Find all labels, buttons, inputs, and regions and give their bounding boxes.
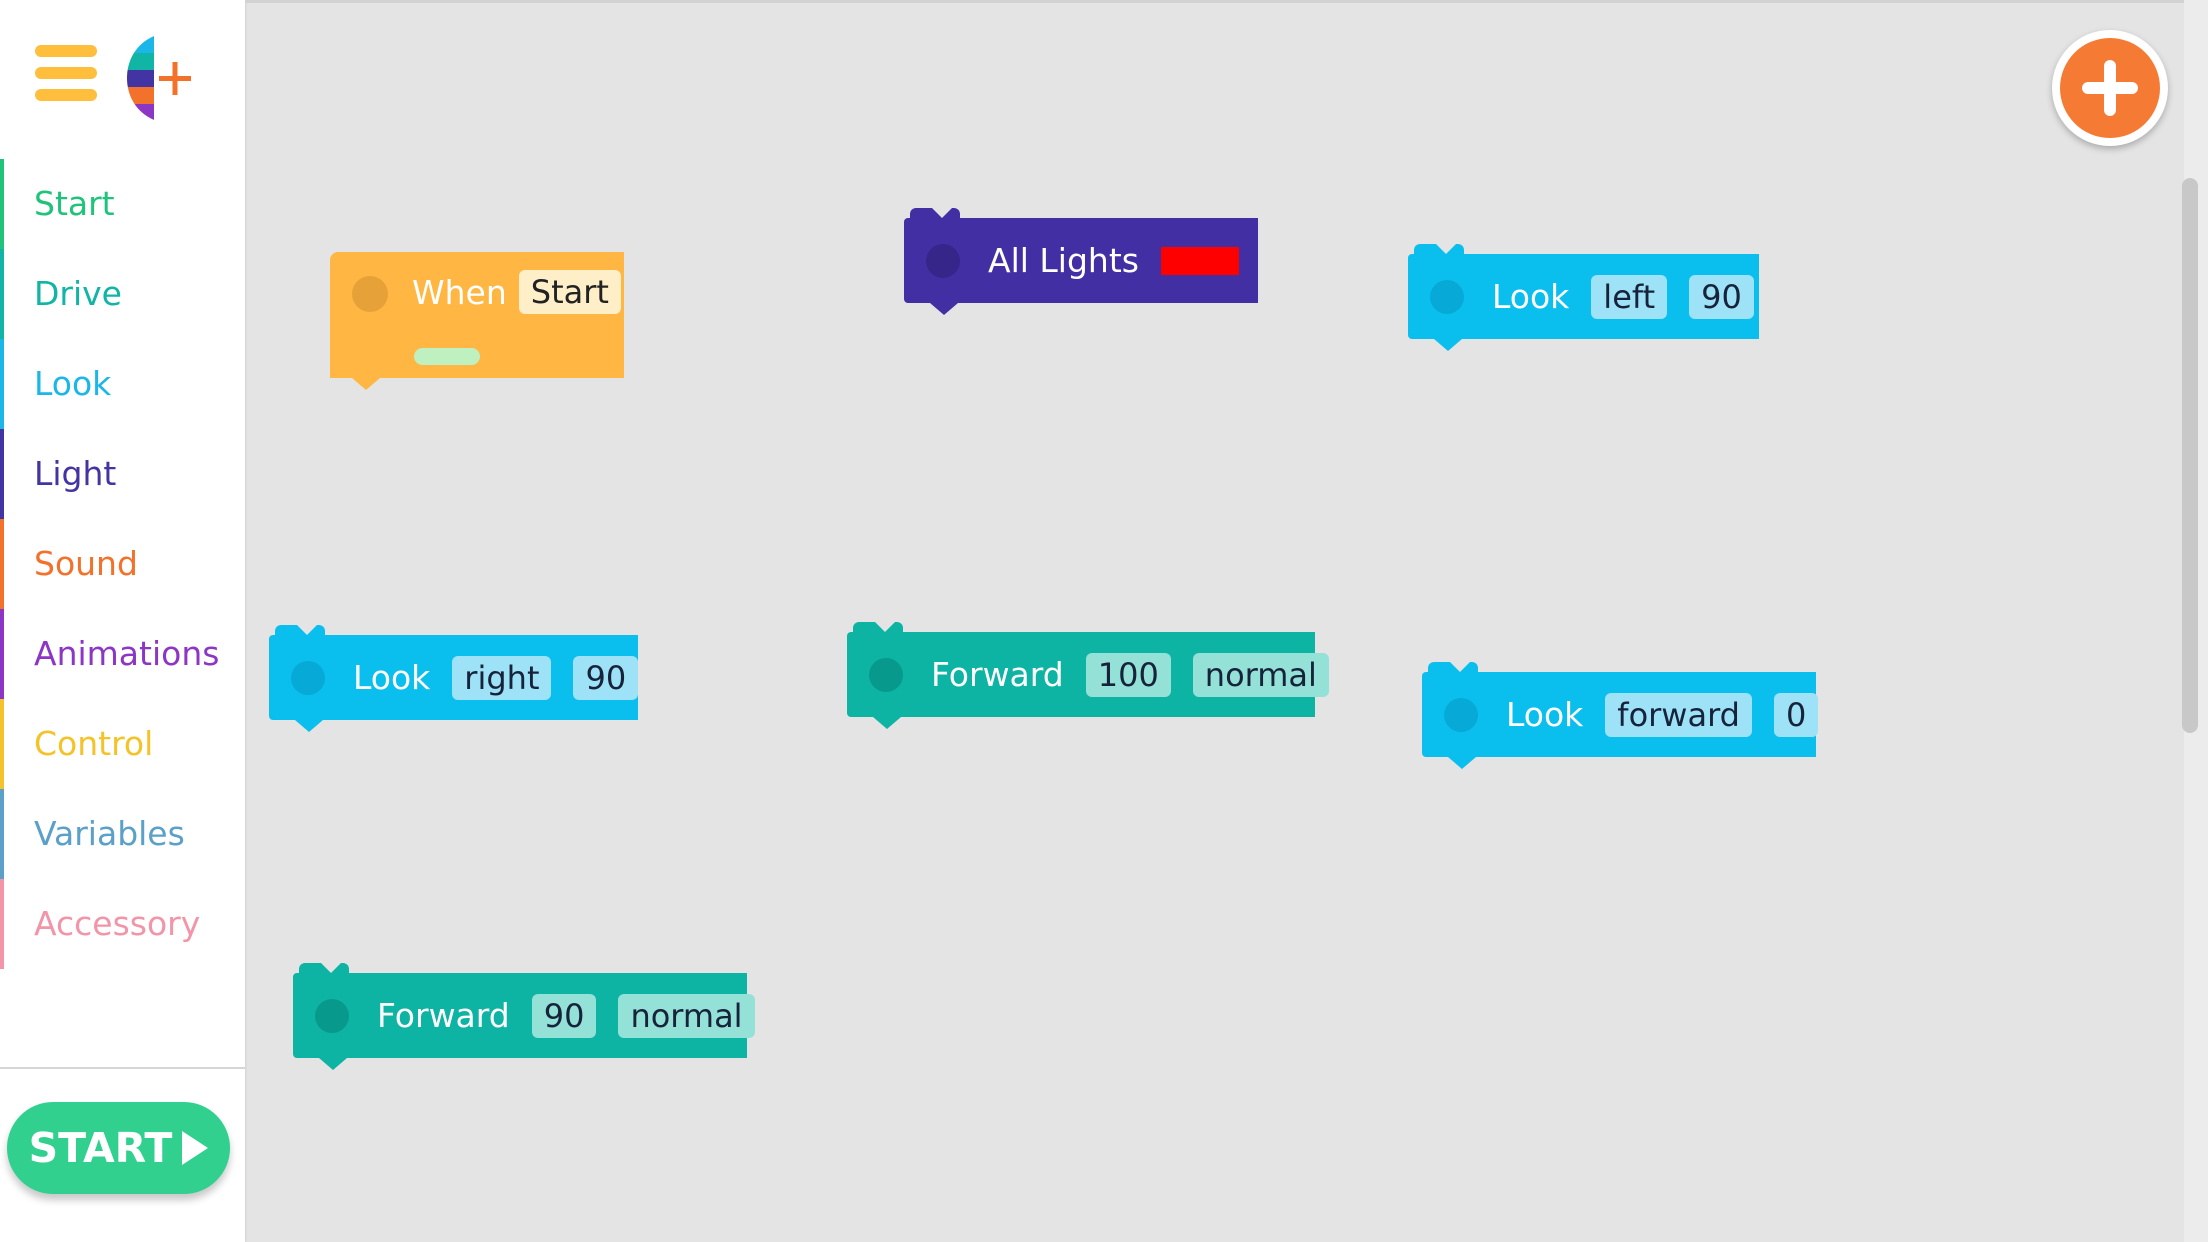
canvas-top-border — [245, 0, 2208, 3]
block-connector — [1448, 757, 1476, 769]
look-angle-input[interactable]: 0 — [1773, 692, 1819, 737]
look-label: Look — [1492, 277, 1570, 316]
block-handle-dot — [869, 658, 903, 692]
block-connector-top — [1414, 244, 1464, 264]
block-connector-top — [853, 622, 903, 642]
category-drive[interactable]: Drive — [0, 249, 245, 339]
block-handle-dot — [926, 244, 960, 278]
look-direction-dropdown[interactable]: right — [452, 655, 552, 700]
start-button-label: START — [28, 1124, 173, 1172]
logo-icon — [127, 36, 191, 120]
category-accessory[interactable]: Accessory — [0, 879, 245, 969]
block-handle-dot — [1444, 698, 1478, 732]
event-dropdown[interactable]: Start — [518, 270, 621, 314]
add-block-button[interactable] — [2052, 30, 2168, 146]
look-forward-block[interactable]: Look forward 0 — [1422, 662, 1819, 769]
light-color-swatch[interactable] — [1160, 246, 1239, 275]
category-look-label: Look — [34, 364, 112, 403]
category-control[interactable]: Control — [0, 699, 245, 789]
category-drive-label: Drive — [34, 274, 122, 313]
forward-distance-input[interactable]: 90 — [531, 993, 597, 1038]
block-input-slot — [414, 348, 480, 365]
look-direction-dropdown[interactable]: left — [1591, 274, 1668, 319]
sidebar-divider — [0, 1067, 245, 1069]
block-connector — [295, 720, 323, 732]
block-connector-top — [275, 625, 325, 645]
look-angle-input[interactable]: 90 — [1689, 274, 1754, 319]
forward-speed-dropdown[interactable]: normal — [618, 993, 755, 1038]
all-lights-label: All Lights — [988, 241, 1139, 280]
block-connector-top — [299, 963, 349, 983]
block-canvas[interactable] — [245, 0, 2208, 1242]
category-light[interactable]: Light — [0, 429, 245, 519]
block-connector — [1434, 339, 1462, 351]
forward-label: Forward — [931, 655, 1064, 694]
category-accessory-label: Accessory — [34, 904, 201, 943]
when-label: When — [412, 272, 507, 312]
look-direction-dropdown[interactable]: forward — [1605, 692, 1752, 737]
category-sidebar: Start Drive Look Light Sound Animations … — [0, 0, 245, 1242]
category-light-label: Light — [34, 454, 117, 493]
forward-100-block[interactable]: Forward 100 normal — [847, 622, 1329, 729]
category-control-label: Control — [34, 724, 154, 763]
block-connector-top — [1428, 662, 1478, 682]
block-connector — [319, 1058, 347, 1070]
category-variables[interactable]: Variables — [0, 789, 245, 879]
category-sound[interactable]: Sound — [0, 519, 245, 609]
play-icon — [182, 1131, 209, 1165]
category-start[interactable]: Start — [0, 159, 245, 249]
block-handle-dot — [1430, 280, 1464, 314]
menu-icon[interactable] — [35, 45, 97, 103]
category-sound-label: Sound — [34, 544, 138, 583]
all-lights-block[interactable]: All Lights — [904, 208, 1258, 315]
forward-distance-input[interactable]: 100 — [1085, 652, 1171, 697]
category-start-label: Start — [34, 184, 115, 223]
block-connector — [352, 378, 380, 390]
vertical-scrollbar[interactable] — [2182, 178, 2198, 733]
look-label: Look — [1506, 695, 1584, 734]
block-handle-dot — [315, 999, 349, 1033]
block-connector — [930, 303, 958, 315]
category-variables-label: Variables — [34, 814, 185, 853]
block-connector-top — [910, 208, 960, 228]
block-handle-dot — [352, 276, 388, 312]
block-connector — [873, 717, 901, 729]
when-start-block[interactable]: When Start — [330, 252, 624, 390]
look-angle-input[interactable]: 90 — [573, 655, 639, 700]
category-animations-label: Animations — [34, 634, 220, 673]
forward-speed-dropdown[interactable]: normal — [1192, 652, 1329, 697]
look-left-block[interactable]: Look left 90 — [1408, 244, 1759, 351]
category-animations[interactable]: Animations — [0, 609, 245, 699]
forward-label: Forward — [377, 996, 510, 1035]
plus-icon — [2060, 38, 2160, 138]
forward-90-block[interactable]: Forward 90 normal — [293, 963, 755, 1070]
look-right-block[interactable]: Look right 90 — [269, 625, 639, 732]
category-look[interactable]: Look — [0, 339, 245, 429]
start-button[interactable]: START — [7, 1102, 230, 1194]
block-handle-dot — [291, 661, 325, 695]
look-label: Look — [353, 658, 431, 697]
